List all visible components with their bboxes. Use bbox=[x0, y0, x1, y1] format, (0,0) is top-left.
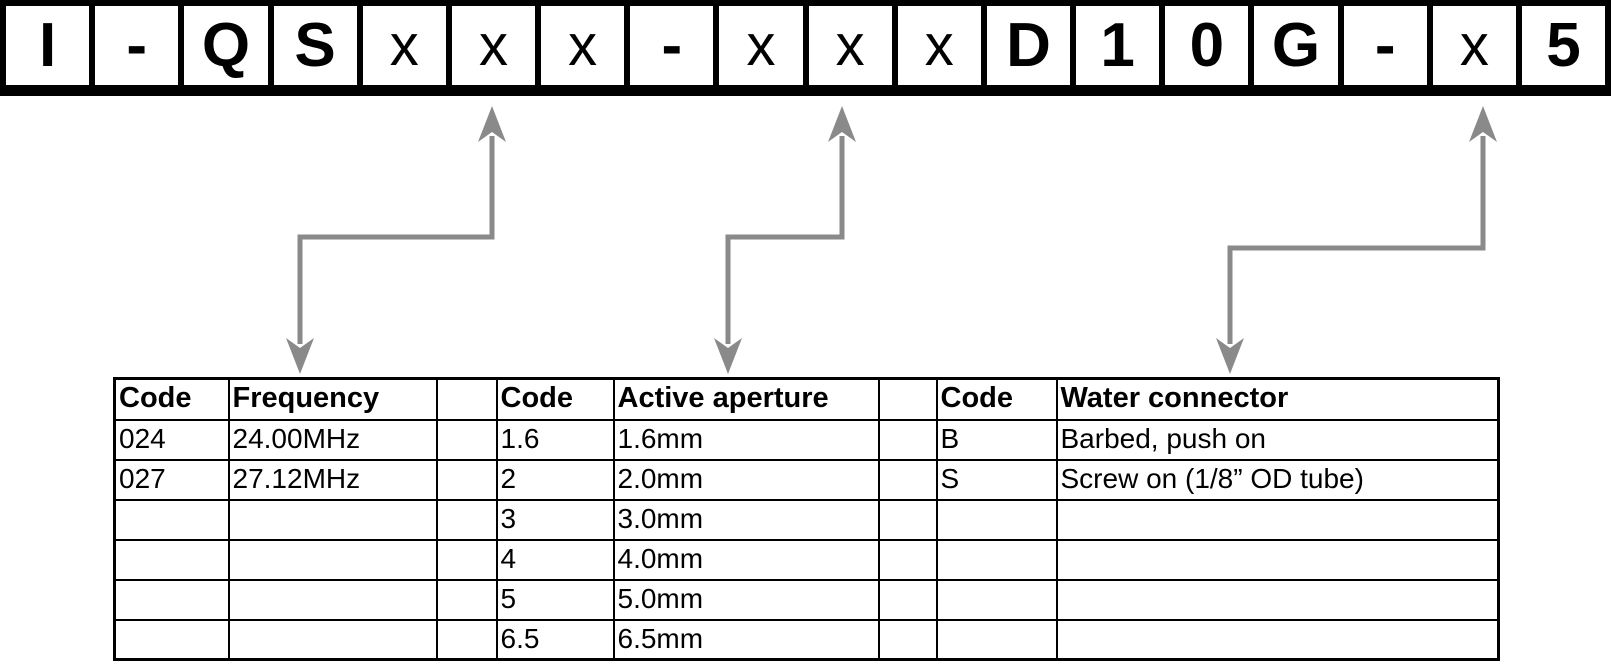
table-cell: 2 bbox=[495, 458, 615, 501]
table-cell bbox=[1055, 578, 1500, 621]
table-cell: 4.0mm bbox=[612, 538, 880, 581]
table-row: 6.5 6.5mm bbox=[113, 618, 1500, 661]
part-number-box-1: I bbox=[6, 6, 90, 85]
table-cell bbox=[113, 618, 230, 661]
table-cell: 6.5 bbox=[495, 618, 615, 661]
table-cell bbox=[877, 498, 938, 541]
table-cell bbox=[1055, 538, 1500, 581]
table-cell: 2.0mm bbox=[612, 458, 880, 501]
table-cell: 027 bbox=[113, 458, 230, 501]
table-cell: 3.0mm bbox=[612, 498, 880, 541]
header-active-aperture: Active aperture bbox=[612, 377, 880, 421]
table-cell bbox=[113, 498, 230, 541]
part-number-box-9: x bbox=[719, 6, 803, 85]
part-number-box-6: x bbox=[451, 6, 536, 85]
table-cell bbox=[935, 498, 1058, 541]
part-number-box-17: x bbox=[1432, 6, 1516, 85]
arrow-aperture-down-head bbox=[714, 338, 742, 374]
arrow-water-connector bbox=[1216, 106, 1497, 374]
table-cell bbox=[227, 498, 438, 541]
part-number-box-18: 5 bbox=[1521, 6, 1606, 85]
table-cell bbox=[435, 458, 498, 501]
arrow-aperture-line bbox=[725, 136, 845, 344]
table-cell: Screw on (1/8” OD tube) bbox=[1055, 458, 1500, 501]
table-cell: 5 bbox=[495, 578, 615, 621]
part-number-row: I - Q S x x x - x x x D 1 0 G - x 5 bbox=[0, 0, 1611, 96]
part-number-box-11: x bbox=[897, 6, 981, 85]
part-number-box-4: S bbox=[273, 6, 357, 85]
part-number-box-16: - bbox=[1343, 6, 1427, 85]
part-number-box-7: x bbox=[541, 6, 625, 85]
header-code-aperture: Code bbox=[495, 377, 615, 421]
table-cell: 4 bbox=[495, 538, 615, 581]
table-cell: B bbox=[935, 418, 1058, 461]
table-cell bbox=[227, 618, 438, 661]
header-water-connector: Water connector bbox=[1055, 377, 1500, 421]
part-number-box-12: D bbox=[986, 6, 1071, 85]
table-cell bbox=[435, 498, 498, 541]
table-cell: 5.0mm bbox=[612, 578, 880, 621]
table-cell bbox=[227, 538, 438, 581]
arrow-water-down-head bbox=[1216, 338, 1244, 374]
table-cell bbox=[877, 578, 938, 621]
table-cell bbox=[1055, 618, 1500, 661]
table-cell bbox=[935, 538, 1058, 581]
table-row: 5 5.0mm bbox=[113, 578, 1500, 621]
table-cell bbox=[935, 618, 1058, 661]
header-spacer-2 bbox=[877, 377, 938, 421]
table-cell bbox=[113, 538, 230, 581]
table-cell bbox=[877, 418, 938, 461]
table-cell: Barbed, push on bbox=[1055, 418, 1500, 461]
part-number-box-3: Q bbox=[184, 6, 268, 85]
table-cell: 1.6mm bbox=[612, 418, 880, 461]
arrow-water-line bbox=[1227, 136, 1486, 344]
arrow-aperture-connector bbox=[714, 106, 856, 374]
arrow-frequency-line bbox=[297, 136, 495, 344]
table-row: 3 3.0mm bbox=[113, 498, 1500, 541]
part-number-box-2: - bbox=[95, 6, 179, 85]
table-header-row: Code Frequency Code Active aperture Code… bbox=[113, 377, 1500, 421]
table-cell bbox=[435, 418, 498, 461]
part-number-box-15: G bbox=[1254, 6, 1338, 85]
arrow-frequency-connector bbox=[286, 106, 506, 374]
arrow-frequency-up-head bbox=[478, 106, 506, 142]
part-number-box-10: x bbox=[808, 6, 892, 85]
header-spacer-1 bbox=[435, 377, 498, 421]
arrow-water-up-head bbox=[1469, 106, 1497, 142]
table-cell bbox=[935, 578, 1058, 621]
table-cell: 27.12MHz bbox=[227, 458, 438, 501]
table-cell bbox=[1055, 498, 1500, 541]
part-number-box-14: 0 bbox=[1165, 6, 1249, 85]
table-cell bbox=[877, 458, 938, 501]
table-cell bbox=[877, 618, 938, 661]
table-cell: 024 bbox=[113, 418, 230, 461]
header-code-water: Code bbox=[935, 377, 1058, 421]
arrow-aperture-up-head bbox=[828, 106, 856, 142]
table-cell bbox=[113, 578, 230, 621]
table-row: 024 24.00MHz 1.6 1.6mm B Barbed, push on bbox=[113, 418, 1500, 461]
header-code-frequency: Code bbox=[113, 377, 230, 421]
part-number-box-13: 1 bbox=[1076, 6, 1160, 85]
table-cell: 1.6 bbox=[495, 418, 615, 461]
table-cell: 24.00MHz bbox=[227, 418, 438, 461]
table-cell bbox=[435, 618, 498, 661]
header-frequency: Frequency bbox=[227, 377, 438, 421]
part-number-box-8: - bbox=[630, 6, 714, 85]
table-cell bbox=[435, 578, 498, 621]
table-cell bbox=[877, 538, 938, 581]
arrow-frequency-down-head bbox=[286, 338, 314, 374]
table-cell: S bbox=[935, 458, 1058, 501]
table-cell bbox=[227, 578, 438, 621]
table-cell: 6.5mm bbox=[612, 618, 880, 661]
part-number-box-5: x bbox=[362, 6, 446, 85]
table-row: 4 4.0mm bbox=[113, 538, 1500, 581]
table-cell bbox=[435, 538, 498, 581]
code-reference-table: Code Frequency Code Active aperture Code… bbox=[113, 377, 1500, 661]
table-cell: 3 bbox=[495, 498, 615, 541]
table-row: 027 27.12MHz 2 2.0mm S Screw on (1/8” OD… bbox=[113, 458, 1500, 501]
